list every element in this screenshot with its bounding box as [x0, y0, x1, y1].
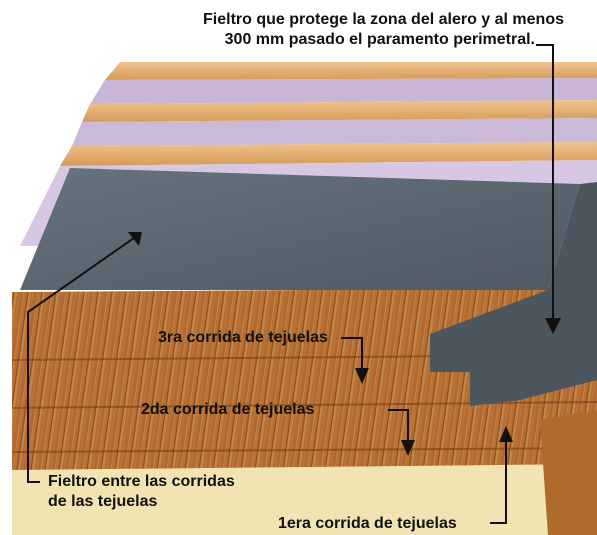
eave-felt-label-line1: Fieltro que protege la zona del alero y … [203, 11, 564, 28]
eave-board [12, 464, 597, 535]
felt-sheet-upper [20, 168, 580, 290]
first-course-label: 1era corrida de tejuelas [278, 515, 457, 532]
second-course-label: 2da corrida de tejuelas [141, 401, 315, 418]
felt-between-courses-label-line2: de las tejuelas [48, 493, 158, 510]
rafter-end [540, 410, 597, 535]
third-course-label: 3ra corrida de tejuelas [158, 329, 328, 346]
annotation-arrows [27, 44, 554, 524]
felt-eave-protection [430, 182, 597, 406]
eave-felt-label-line2: 300 mm pasado el paramento perimetral. [224, 31, 535, 48]
felt-between-courses-label-line1: Fieltro entre las corridas [48, 473, 235, 490]
arrow-heads [128, 232, 561, 456]
